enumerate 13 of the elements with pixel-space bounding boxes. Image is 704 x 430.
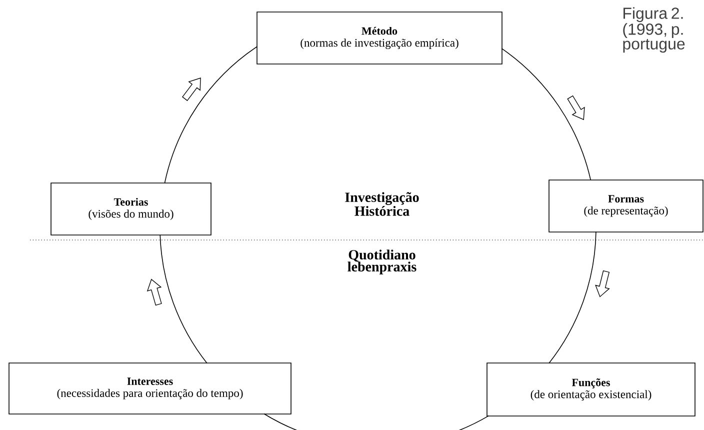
arc-line — [164, 46, 258, 184]
concept-box: Funções (de orientação existencial) — [486, 362, 696, 416]
section-label: Quotidiano lebenpraxis — [348, 250, 416, 274]
concept-box: Formas (de representação) — [548, 180, 704, 232]
arc-line — [264, 413, 490, 430]
figure-caption: Figura 2. (1993, p. portugue — [623, 7, 685, 53]
concept-box: Método (normas de investigação empírica) — [256, 12, 502, 64]
arc-line — [501, 48, 592, 180]
section-label: Investigação Histórica — [345, 192, 419, 216]
arc-line — [548, 231, 596, 364]
arc-line — [160, 234, 208, 364]
concept-box: Interesses (necessidades para orientação do tempo) — [8, 362, 292, 414]
concept-box: Teorias (visões do mundo) — [50, 182, 212, 236]
